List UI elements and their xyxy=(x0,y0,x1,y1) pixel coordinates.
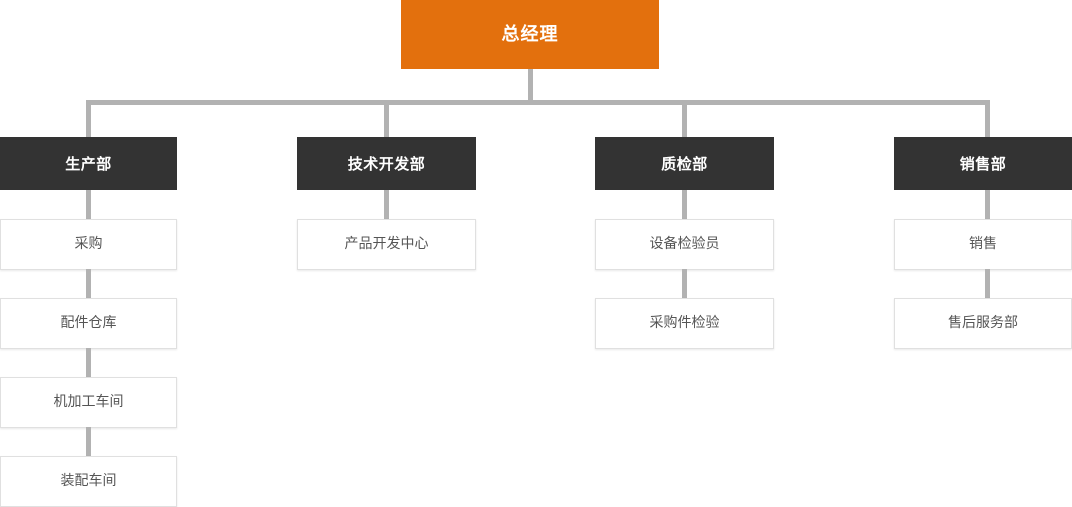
connector-drop-dept-1 xyxy=(86,100,91,137)
node-unit-label: 售后服务部 xyxy=(948,315,1018,332)
node-unit-label: 销售 xyxy=(969,236,997,253)
connector-dept1-child1 xyxy=(86,190,91,220)
node-dept-label: 生产部 xyxy=(65,154,112,173)
node-dept-quality-control[interactable]: 质检部 xyxy=(595,137,774,190)
connector-bus-horizontal xyxy=(86,100,990,105)
connector-dept1-child2 xyxy=(86,269,91,299)
node-unit-label: 装配车间 xyxy=(60,473,117,490)
node-dept-tech-development[interactable]: 技术开发部 xyxy=(297,137,476,190)
node-dept-label: 技术开发部 xyxy=(347,154,426,173)
connector-dept3-child1 xyxy=(682,190,687,220)
node-unit-label: 产品开发中心 xyxy=(344,236,429,253)
connector-dept4-child1 xyxy=(985,190,990,220)
node-unit-procurement[interactable]: 采购 xyxy=(0,219,177,270)
connector-dept1-child4 xyxy=(86,427,91,457)
node-unit-label: 配件仓库 xyxy=(60,315,117,332)
connector-drop-dept-3 xyxy=(682,100,687,137)
node-unit-sales[interactable]: 销售 xyxy=(894,219,1072,270)
node-unit-product-development-center[interactable]: 产品开发中心 xyxy=(297,219,476,270)
node-root-label: 总经理 xyxy=(501,23,559,45)
node-dept-label: 销售部 xyxy=(959,154,1007,173)
connector-root-trunk xyxy=(528,69,533,105)
node-unit-label: 采购 xyxy=(74,236,103,253)
node-unit-label: 设备检验员 xyxy=(649,236,720,253)
node-unit-label: 采购件检验 xyxy=(649,315,720,332)
connector-dept4-child2 xyxy=(985,269,990,299)
node-unit-parts-warehouse[interactable]: 配件仓库 xyxy=(0,298,177,349)
connector-dept1-child3 xyxy=(86,348,91,378)
node-unit-machining-workshop[interactable]: 机加工车间 xyxy=(0,377,177,428)
connector-drop-dept-2 xyxy=(384,100,389,137)
node-unit-after-sales-service[interactable]: 售后服务部 xyxy=(894,298,1072,349)
node-unit-label: 机加工车间 xyxy=(53,394,124,411)
node-root-general-manager[interactable]: 总经理 xyxy=(401,0,659,69)
node-dept-production[interactable]: 生产部 xyxy=(0,137,177,190)
connector-dept3-child2 xyxy=(682,269,687,299)
node-unit-assembly-workshop[interactable]: 装配车间 xyxy=(0,456,177,507)
node-dept-sales[interactable]: 销售部 xyxy=(894,137,1072,190)
node-dept-label: 质检部 xyxy=(661,154,708,173)
node-unit-equipment-inspector[interactable]: 设备检验员 xyxy=(595,219,774,270)
connector-dept2-child1 xyxy=(384,190,389,220)
connector-drop-dept-4 xyxy=(985,100,990,137)
node-unit-purchased-parts-inspection[interactable]: 采购件检验 xyxy=(595,298,774,349)
